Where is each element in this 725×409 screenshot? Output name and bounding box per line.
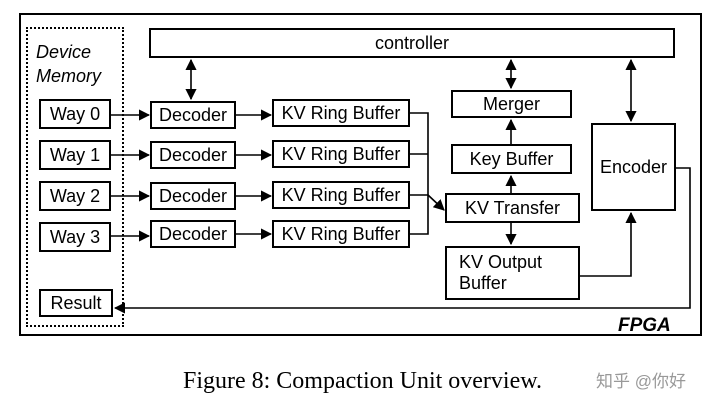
kv-output-buffer-line2: Buffer [459,273,507,293]
decoder-0-box: Decoder [150,101,236,129]
key-buffer-box: Key Buffer [451,144,572,174]
figure-caption: Figure 8: Compaction Unit overview. [182,368,543,394]
result-box: Result [39,289,113,317]
device-memory-label: Device Memory [36,40,101,88]
way-0-box: Way 0 [39,99,111,129]
watermark: 知乎 @你好 [596,372,686,391]
kv-output-buffer-box: KV Output Buffer [445,246,580,300]
device-memory-line2: Memory [36,66,102,86]
way-2-box: Way 2 [39,181,111,211]
kv-ring-buffer-0-box: KV Ring Buffer [272,99,410,127]
kv-output-buffer-line1: KV Output [459,252,543,273]
device-memory-line1: Device [36,42,92,62]
way-3-box: Way 3 [39,222,111,252]
way-1-box: Way 1 [39,140,111,170]
fpga-label: FPGA [618,315,671,336]
merger-box: Merger [451,90,572,118]
arrow-encoder-result [113,167,691,314]
decoder-3-box: Decoder [150,220,236,248]
kv-transfer-box: KV Transfer [445,193,580,223]
encoder-box: Encoder [591,123,676,211]
kv-ring-buffer-2-box: KV Ring Buffer [272,181,410,209]
decoder-1-box: Decoder [150,141,236,169]
kv-ring-buffer-1-box: KV Ring Buffer [272,140,410,168]
arrow-outputbuffer-encoder [580,211,637,277]
controller-box: controller [149,28,675,58]
arrow-collector-kvtransfer [427,194,445,211]
kv-ring-buffer-3-box: KV Ring Buffer [272,220,410,248]
device-memory-region [26,27,124,327]
collector-line [410,112,429,235]
decoder-2-box: Decoder [150,182,236,210]
fpga-frame [19,13,702,336]
